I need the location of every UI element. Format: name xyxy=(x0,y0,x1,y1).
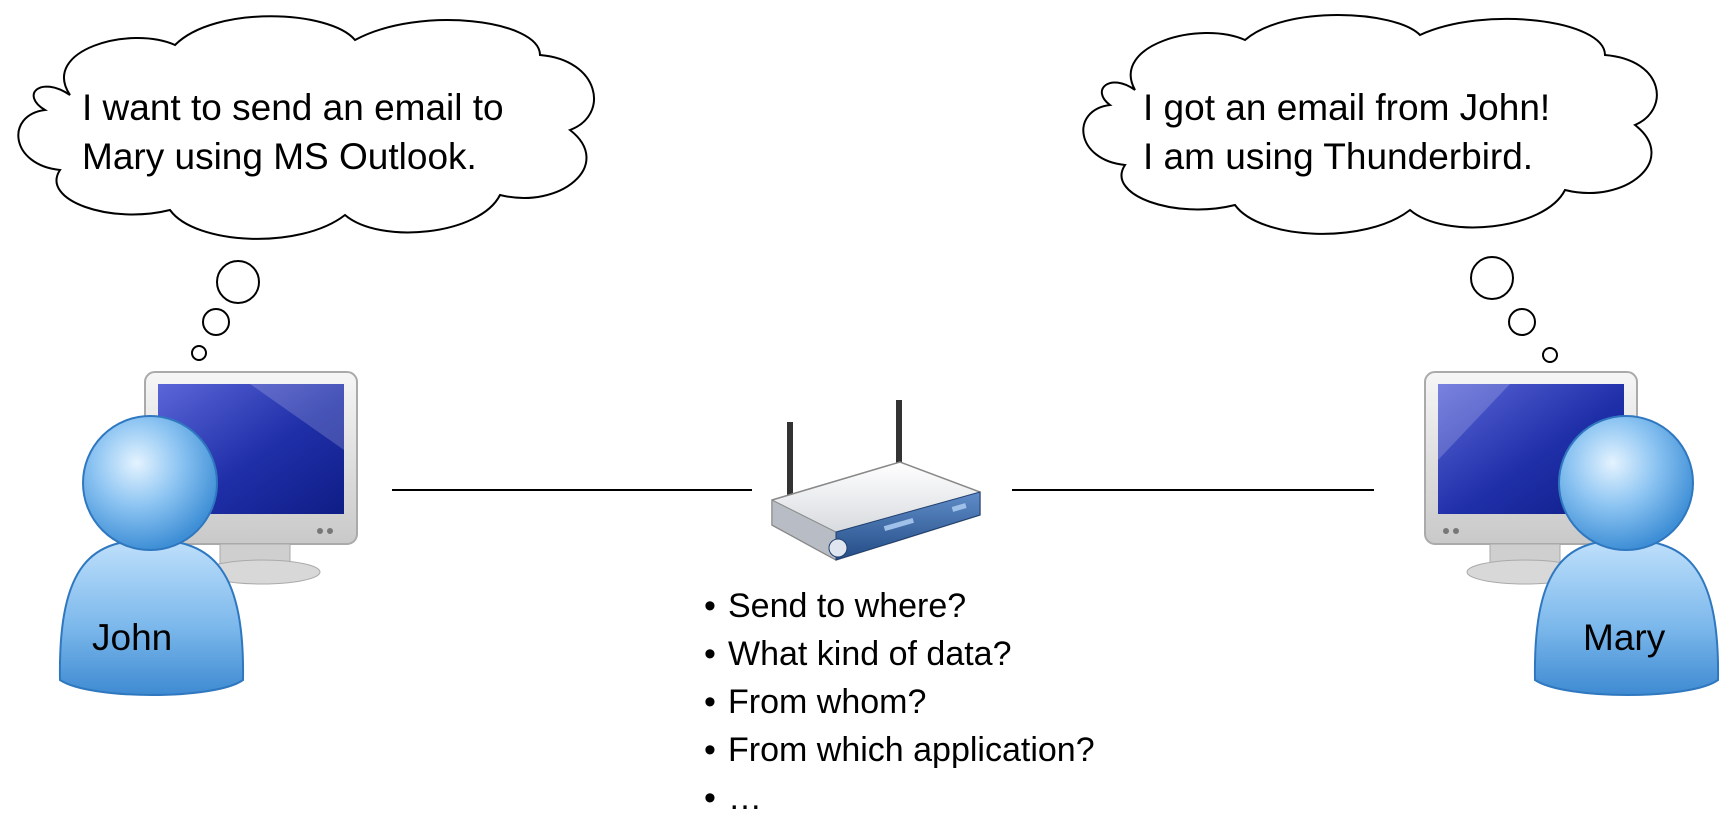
mary-thought-line1: I got an email from John! xyxy=(1143,87,1551,128)
question-item: •… xyxy=(704,779,762,817)
mary-thought-cloud xyxy=(1082,14,1658,235)
mary-label: Mary xyxy=(1583,617,1666,658)
john-person-icon xyxy=(58,415,245,696)
mary-thought-bubble-large xyxy=(1470,256,1514,300)
mary-thought-line2: I am using Thunderbird. xyxy=(1143,136,1534,177)
wireless-router-icon xyxy=(771,400,981,561)
question-item: •Send to where? xyxy=(704,587,967,625)
john-thought-bubble-large xyxy=(216,260,260,304)
john-thought-line2: Mary using MS Outlook. xyxy=(82,136,477,177)
john-thought-cloud xyxy=(17,15,595,240)
john-thought-bubble-medium xyxy=(202,308,230,336)
question-item: •From whom? xyxy=(704,683,927,721)
john-thought-bubble-small xyxy=(191,345,207,361)
question-item: •From which application? xyxy=(704,731,1095,769)
john-thought-line1: I want to send an email to xyxy=(82,87,504,128)
mary-thought-bubble-small xyxy=(1542,347,1558,363)
john-label: John xyxy=(92,617,173,658)
mary-thought-bubble-medium xyxy=(1508,308,1536,336)
question-item: •What kind of data? xyxy=(704,635,1012,673)
question-list: •Send to where? •What kind of data? •Fro… xyxy=(704,582,1095,822)
mary-person-icon xyxy=(1533,415,1720,696)
